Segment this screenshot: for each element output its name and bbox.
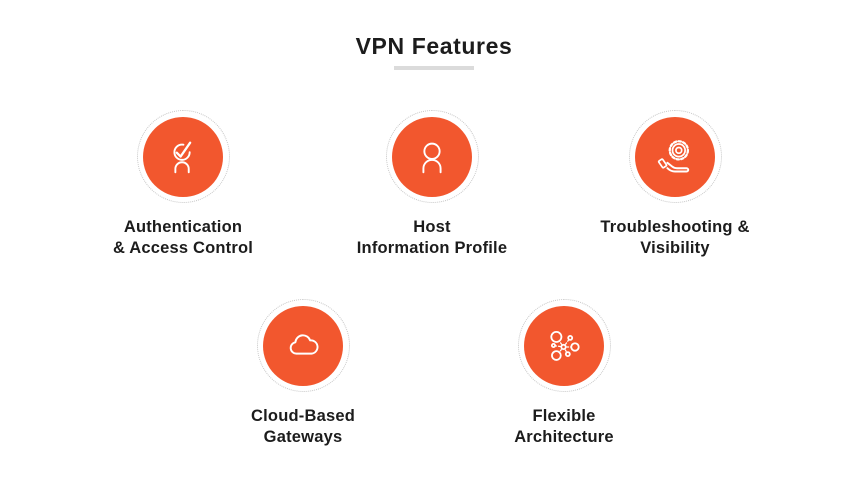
feature-troubleshooting-visibility: Troubleshooting & Visibility [555,110,795,259]
person-icon [422,142,442,173]
feature-label: Host Information Profile [356,218,508,257]
cloud-icon [289,333,319,355]
feature-authentication-access-control: Authentication & Access Control [63,110,303,259]
feature-circle [635,116,715,197]
dotted-ring [628,110,722,203]
feature-circle [263,305,343,386]
feature-label: Authentication & Access Control [112,218,254,257]
feature-circle [524,305,604,386]
network-icon [550,330,580,361]
feature-flexible-architecture: Flexible Architecture [444,299,684,448]
feature-circle [143,116,223,197]
feature-label: Troubleshooting & Visibility [600,218,750,257]
dotted-ring [256,299,350,392]
dotted-ring [517,299,611,392]
feature-cloud-based-gateways: Cloud-Based Gateways [183,299,423,448]
feature-label: Flexible Architecture [514,407,614,446]
feature-label: Cloud-Based Gateways [251,407,355,446]
page-title: VPN Features [355,33,513,59]
dotted-ring [136,110,230,203]
person-check-icon [173,141,192,173]
feature-host-information-profile: Host Information Profile [312,110,552,259]
hand-gear-icon [657,139,690,172]
dotted-ring [385,110,479,203]
feature-circle [392,116,472,197]
title-underline [394,66,474,70]
